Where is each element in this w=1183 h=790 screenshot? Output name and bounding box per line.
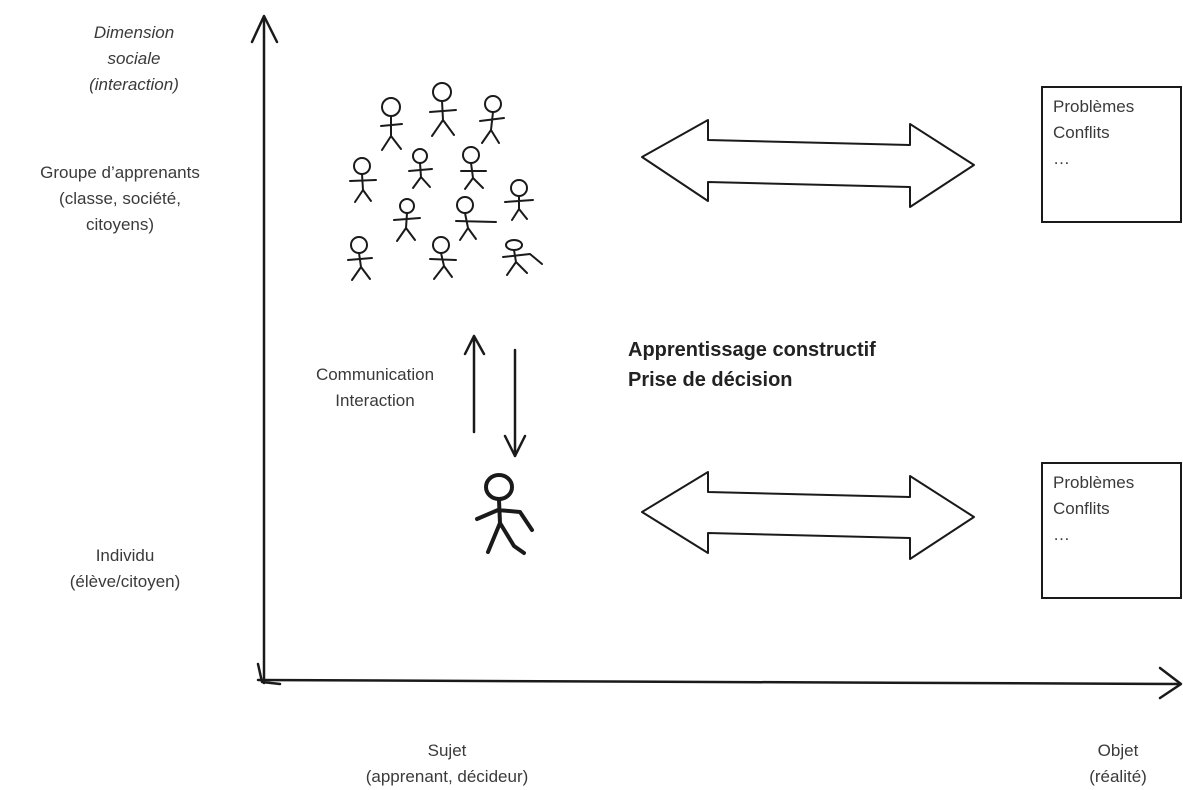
y-axis-title-line: sociale: [107, 49, 161, 68]
group-figures-icon: [347, 82, 543, 281]
top-double-arrow: [641, 119, 975, 208]
person-icon: [408, 148, 433, 189]
person-icon: [479, 95, 505, 144]
box-line: Problèmes: [1053, 97, 1135, 116]
box-line: Conflits: [1053, 499, 1110, 518]
center-label-line: Prise de décision: [628, 369, 793, 391]
individual-label-line: (élève/citoyen): [69, 572, 181, 591]
y-axis-arrowhead: [250, 14, 279, 44]
y-axis-title: Dimension sociale (interaction): [54, 20, 214, 98]
individual-figure-icon: [475, 473, 534, 555]
y-axis-title-line: Dimension: [93, 23, 175, 42]
down-arrow: [503, 348, 527, 458]
center-label-line: Apprentissage constructif: [628, 339, 876, 361]
up-arrow: [463, 334, 486, 434]
x-axis-object-label: Objet (réalité): [1063, 738, 1173, 790]
subject-label-line: (apprenant, décideur): [365, 767, 529, 786]
communication-label: Communication Interaction: [290, 362, 460, 414]
person-icon: [429, 236, 457, 280]
group-label-line: (classe, société,: [59, 189, 181, 208]
group-label-line: Groupe d’apprenants: [40, 163, 200, 182]
person-icon: [347, 236, 373, 281]
person-icon: [502, 239, 543, 276]
object-label-line: (réalité): [1089, 767, 1147, 786]
box-line: Problèmes: [1053, 473, 1135, 492]
person-icon: [455, 196, 497, 241]
bottom-double-arrow: [641, 471, 975, 560]
individual-label: Individu (élève/citoyen): [40, 543, 210, 595]
group-label: Groupe d’apprenants (classe, société, ci…: [4, 160, 236, 238]
x-axis-line: [256, 678, 1182, 686]
center-label: Apprentissage constructif Prise de décis…: [628, 335, 1008, 395]
person-icon: [349, 157, 377, 203]
person-icon: [393, 198, 421, 242]
group-label-line: citoyens): [85, 215, 155, 234]
x-axis-subject-label: Sujet (apprenant, décideur): [322, 738, 572, 790]
subject-label-line: Sujet: [427, 741, 467, 760]
individual-label-line: Individu: [95, 546, 155, 565]
x-axis-arrowhead: [1158, 666, 1183, 700]
y-axis-title-line: (interaction): [89, 75, 179, 94]
top-problems-box: Problèmes Conflits …: [1041, 86, 1182, 223]
object-label-line: Objet: [1097, 741, 1139, 760]
person-icon: [504, 179, 534, 221]
person-icon: [380, 97, 403, 151]
box-line: …: [1053, 149, 1070, 168]
communication-label-line: Communication: [315, 365, 435, 384]
person-icon: [460, 146, 487, 190]
person-icon: [429, 82, 457, 137]
box-line: …: [1053, 525, 1070, 544]
origin-mark: [256, 662, 282, 686]
box-line: Conflits: [1053, 123, 1110, 142]
communication-label-line: Interaction: [335, 391, 415, 410]
bottom-problems-box: Problèmes Conflits …: [1041, 462, 1182, 599]
